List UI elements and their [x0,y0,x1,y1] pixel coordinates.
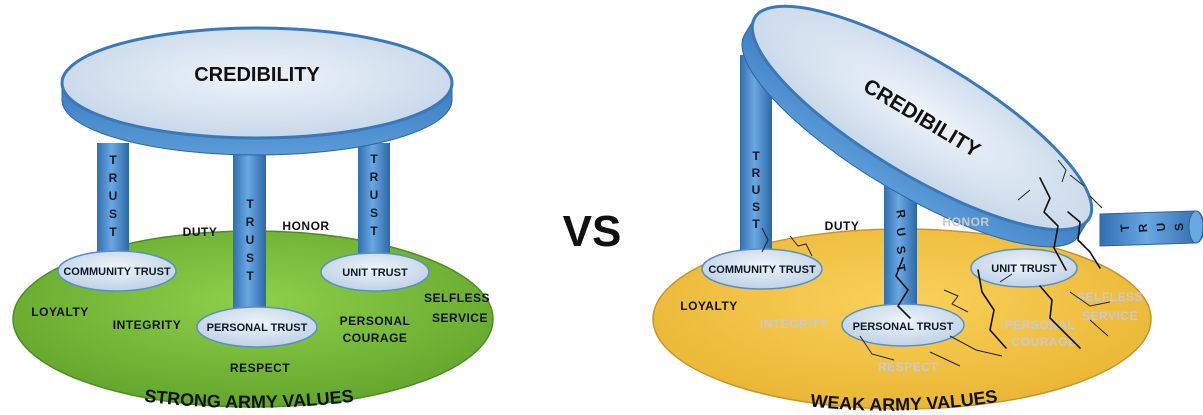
strong-value-courage: COURAGE [343,331,408,345]
pillar-letter: T [109,225,117,239]
strong-pillar-right-letters: T R U S T [370,152,379,238]
pillar-letter: T [752,217,760,231]
strong-value-respect: RESPECT [230,361,290,375]
pillar-letter: U [893,227,908,238]
weak-pillar-left-letters: T R U S T [752,149,761,231]
weak-value-integrity: INTEGRITY [760,317,829,331]
strong-base-community-label: COMMUNITY TRUST [63,266,171,278]
weak-pillar-right-end [1188,210,1203,244]
pillar-letter: T [246,269,254,283]
weak-base-personal [841,303,965,347]
pillar-letter: R [752,166,761,180]
weak-value-service: SERVICE [1082,309,1138,323]
pillar-letter: S [109,207,117,221]
pillar-letter: R [1136,223,1151,233]
pillar-letter: T [109,153,117,167]
weak-cap: CREDIBILITY [741,4,1094,248]
crack-ground-fine [999,273,1111,337]
weak-value-courage: COURAGE [1012,335,1077,349]
strong-pillar-left [97,143,129,271]
strong-base-community [57,250,177,292]
crack-center-pillar [895,257,911,319]
crack-cap-fine [1017,159,1103,209]
weak-values-diagram: T R U S T R U S T T R U S CREDIBILITY CO… [652,4,1203,415]
crack-cap [1039,177,1067,271]
pillar-letter: U [752,183,761,197]
pillar-letter: T [246,197,254,211]
weak-cap-face [750,4,1094,232]
pillar-letter: R [109,171,118,185]
weak-base-unit-label: UNIT TRUST [991,263,1057,275]
crack-ground [977,269,1007,349]
strong-pillar-center-letters: T R U S T [246,197,255,283]
crack-cap [1067,211,1101,269]
strong-pillar-center [233,143,266,323]
crack-left-pillar [761,227,813,257]
pillar-letter: R [893,209,908,220]
pillar-letter: S [246,251,254,265]
weak-value-respect: RESPECT [878,360,938,374]
strong-value-loyalty: LOYALTY [31,305,89,319]
pillar-letter: S [1172,222,1187,231]
pillar-letter: U [1154,222,1169,232]
weak-base-community [701,248,823,290]
pillar-letter: T [370,224,378,238]
strong-base-unit [320,252,430,292]
strong-value-service: SERVICE [432,311,488,325]
weak-pillar-right-letters: T R U S [1118,222,1187,233]
weak-base-personal-label: PERSONAL TRUST [853,321,954,333]
crack-ground [1039,285,1081,349]
pillar-letter: T [1118,223,1133,232]
vs-label: VS [563,207,622,256]
pillar-letter: U [370,188,379,202]
weak-cracks [761,159,1111,367]
strong-value-selfless: SELFLESS [424,291,490,305]
pillar-letter: S [893,245,908,255]
strong-value-personal: PERSONAL [340,314,411,328]
strong-base-personal [196,306,318,348]
pillar-letter: U [246,233,255,247]
weak-value-duty: DUTY [825,219,860,233]
weak-value-honor: HONOR [942,215,989,229]
strong-cap-face [60,26,454,140]
strong-cap-label: CREDIBILITY [194,64,320,86]
weak-base-community-label: COMMUNITY TRUST [708,264,816,276]
strong-values-diagram: T R U S T T R U S T T R U S T CREDIBILIT… [12,26,494,412]
weak-value-personal: PERSONAL [1005,318,1076,332]
pillar-letter: T [752,149,760,163]
pillar-letter: T [893,263,908,273]
weak-value-selfless: SELFLESS [1077,290,1143,304]
pillar-letter: R [370,170,379,184]
weak-pillar-center [884,170,917,323]
strong-base-unit-label: UNIT TRUST [342,267,408,279]
weak-value-loyalty: LOYALTY [680,299,738,313]
strong-value-honor: HONOR [282,219,329,233]
strong-pillar-right [358,143,390,273]
pillar-letter: R [246,215,255,229]
pillar-letter: U [109,189,118,203]
weak-base-unit [970,248,1078,288]
strong-pillar-left-letters: T R U S T [109,153,118,239]
strong-base-personal-label: PERSONAL TRUST [207,322,308,334]
strong-value-duty: DUTY [183,225,218,239]
strong-value-integrity: INTEGRITY [113,318,182,332]
weak-pillar-center-letters: R U S T [893,209,908,274]
weak-pillar-right-broken [1099,210,1203,247]
crack-ground-fine [859,289,1003,367]
pillar-letter: T [370,152,378,166]
pillar-letter: S [370,206,378,220]
pillar-letter: S [752,200,760,214]
